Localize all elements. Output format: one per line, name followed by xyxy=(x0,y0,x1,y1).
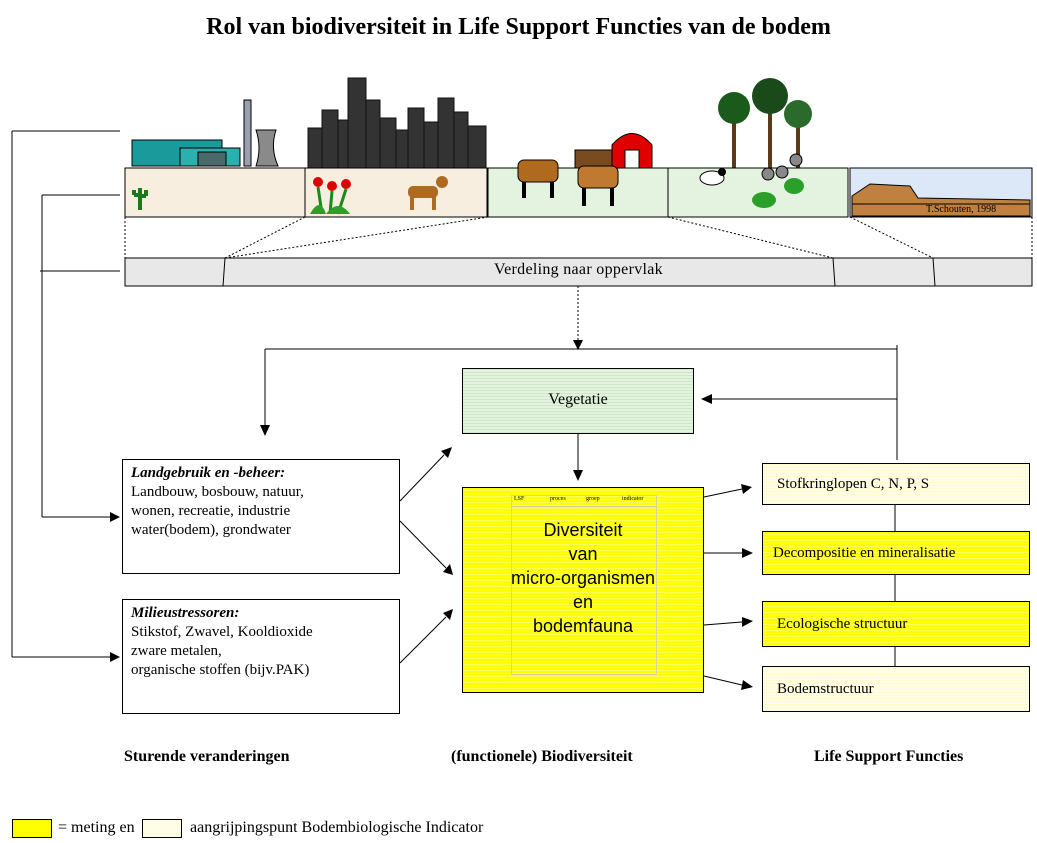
lsf-box-stofkringlopen: Stofkringlopen C, N, P, S xyxy=(762,463,1030,505)
flowers-icon xyxy=(752,153,804,208)
vegetation-label: Vegetatie xyxy=(548,391,608,408)
lsf-box-ecologisch: Ecologische structuur xyxy=(762,601,1030,647)
shore-icon xyxy=(851,183,1031,217)
stressors-line: organische stoffen (bijv.PAK) xyxy=(131,662,310,678)
diagram-title: Rol van biodiversiteit in Life Support F… xyxy=(206,14,831,40)
cows-icon xyxy=(517,159,619,206)
land-use-line: water(bodem), grondwater xyxy=(131,522,291,538)
surface-bar-label: Verdeling naar oppervlak xyxy=(494,261,663,278)
panel-industry xyxy=(124,167,306,218)
indicator-grid: LSF proces groep indicator xyxy=(511,495,657,675)
diversity-text: Diversiteit van micro-organismen en bode… xyxy=(463,518,703,638)
diversity-line: micro-organismen xyxy=(510,568,656,588)
grid-header: indicator xyxy=(622,496,644,502)
panel-nature xyxy=(667,167,849,218)
surface-bar xyxy=(124,257,1033,287)
lsf-label: Decompositie en mineralisatie xyxy=(773,545,956,561)
city-skyline-illustration xyxy=(307,77,487,169)
lsf-box-bodemstructuur: Bodemstructuur xyxy=(762,666,1030,712)
diversity-line: bodemfauna xyxy=(532,616,634,636)
trees-illustration xyxy=(718,78,812,172)
tulips-icon xyxy=(310,177,351,215)
diversity-line: Diversiteit xyxy=(543,520,623,540)
stressors-heading: Milieustressoren: xyxy=(131,605,240,621)
land-use-line: wonen, recreatie, industrie xyxy=(131,503,291,519)
cactus-icon xyxy=(132,188,148,210)
dog-icon xyxy=(408,176,448,210)
legend-swatch-yellow xyxy=(12,819,52,838)
credit-text: T.Schouten, 1998 xyxy=(926,204,997,215)
lsf-label: Ecologische structuur xyxy=(777,616,908,632)
lsf-label: Bodemstructuur xyxy=(777,681,874,697)
vegetation-box: Vegetatie xyxy=(462,368,694,434)
diversity-line: van xyxy=(568,544,598,564)
stressors-box: Milieustressoren: Stikstof, Zwavel, Kool… xyxy=(122,599,400,714)
grid-header: proces xyxy=(550,496,566,502)
stressors-line: Stikstof, Zwavel, Kooldioxide xyxy=(131,624,313,640)
diversity-box: LSF proces groep indicator Diversiteit v… xyxy=(462,487,704,693)
footer-label-right: Life Support Functies xyxy=(814,748,964,765)
grid-header: LSF xyxy=(514,496,525,502)
land-use-box: Landgebruik en -beheer: Landbouw, bosbou… xyxy=(122,459,400,574)
factory-illustration xyxy=(131,99,279,167)
lsf-label: Stofkringlopen C, N, P, S xyxy=(777,476,930,492)
stressors-line: zware metalen, xyxy=(131,643,222,659)
legend-text-2: aangrijpingspunt Bodembiologische Indica… xyxy=(190,819,484,836)
lsf-box-decompositie: Decompositie en mineralisatie xyxy=(762,531,1030,575)
legend-text-1: = meting en xyxy=(58,819,135,836)
land-use-line: Landbouw, bosbouw, natuur, xyxy=(131,484,304,500)
diversity-line: en xyxy=(572,592,594,612)
footer-label-left: Sturende veranderingen xyxy=(124,748,290,765)
land-use-heading: Landgebruik en -beheer: xyxy=(131,465,286,481)
rabbit-icon xyxy=(699,168,726,186)
footer-label-mid: (functionele) Biodiversiteit xyxy=(451,748,633,765)
grid-header: groep xyxy=(586,496,600,502)
legend-swatch-light xyxy=(142,819,182,838)
